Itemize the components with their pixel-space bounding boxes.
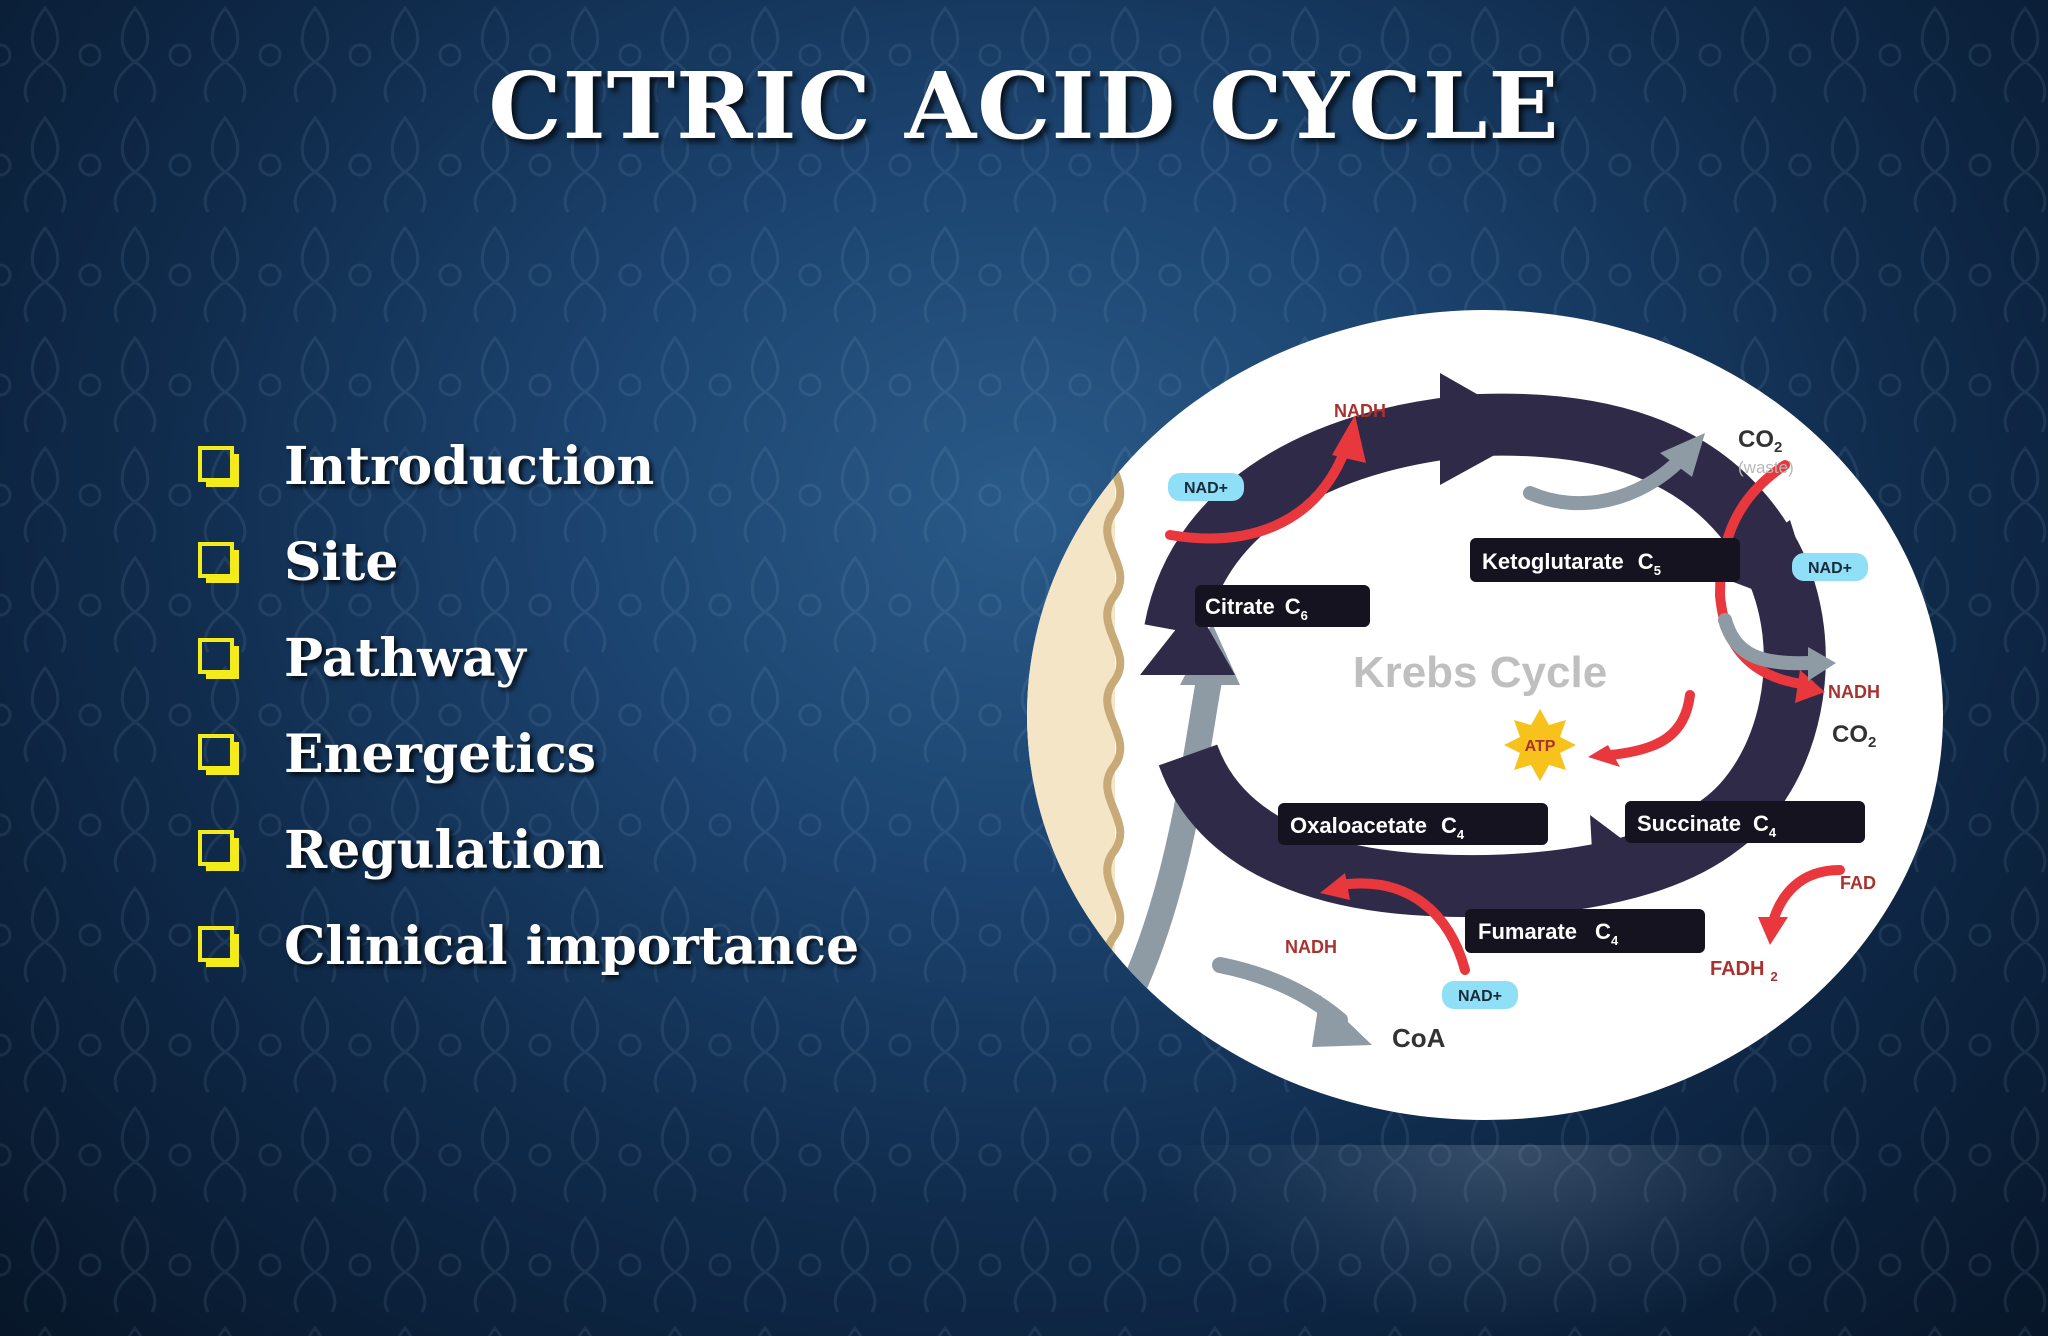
co2-arrowheads <box>1660 433 1836 681</box>
waste-label: (waste) <box>1738 458 1794 477</box>
nad-badge-right: NAD+ <box>1792 553 1868 581</box>
intermediate-name: Oxaloacetate <box>1290 813 1427 838</box>
list-item: Site <box>198 514 859 610</box>
mitochondrial-membrane <box>1027 422 1125 1120</box>
cycle-ring <box>1140 373 1826 918</box>
slide-title: CITRIC ACID CYCLE <box>488 52 1560 160</box>
list-item: Introduction <box>198 418 859 514</box>
checkbox-bullet-icon <box>198 830 239 871</box>
list-item: Clinical importance <box>198 898 859 994</box>
diagram-center-label: Krebs Cycle <box>1353 648 1607 697</box>
atp-label: ATP <box>1525 738 1556 755</box>
diagram-reflection <box>1150 1145 1870 1335</box>
nad-badge-bottom: NAD+ <box>1442 981 1518 1009</box>
list-item: Energetics <box>198 706 859 802</box>
list-item-label: Energetics <box>284 723 597 785</box>
checkbox-bullet-icon <box>198 638 239 679</box>
coa-label: CoA <box>1392 1023 1446 1053</box>
co2-label-right: CO2 <box>1832 721 1876 751</box>
checkbox-bullet-icon <box>198 926 239 967</box>
intermediate-name: Succinate <box>1637 811 1741 836</box>
list-item-label: Clinical importance <box>284 915 860 977</box>
list-item: Pathway <box>198 610 859 706</box>
checkbox-bullet-icon <box>198 446 239 487</box>
atp-star-icon: ATP <box>1504 709 1576 781</box>
checkbox-bullet-icon <box>198 542 239 583</box>
nadh-label-right: NADH <box>1828 682 1880 702</box>
list-item-label: Pathway <box>284 627 526 689</box>
nad-badge-top: NAD+ <box>1168 473 1244 501</box>
list-item-label: Regulation <box>284 819 605 881</box>
fad-label: FAD <box>1840 873 1876 893</box>
topic-list: Introduction Site Pathway Energetics Reg… <box>198 418 859 994</box>
nadh-label-top: NADH <box>1334 401 1386 421</box>
intermediate-name: Ketoglutarate <box>1482 549 1624 574</box>
nadh-label-bottom: NADH <box>1285 937 1337 957</box>
intermediate-name: Fumarate <box>1478 919 1577 944</box>
checkbox-bullet-icon <box>198 734 239 775</box>
list-item-label: Introduction <box>284 435 655 497</box>
svg-text:NAD+: NAD+ <box>1458 988 1502 1005</box>
co2-label-top: CO2 <box>1738 426 1782 456</box>
red-arrowheads <box>1320 415 1825 945</box>
svg-text:NAD+: NAD+ <box>1184 480 1228 497</box>
intermediate-name: Citrate <box>1205 594 1275 619</box>
svg-text:NAD+: NAD+ <box>1808 560 1852 577</box>
co2-release-arrows <box>1523 453 1817 671</box>
list-item: Regulation <box>198 802 859 898</box>
list-item-label: Site <box>284 531 399 593</box>
